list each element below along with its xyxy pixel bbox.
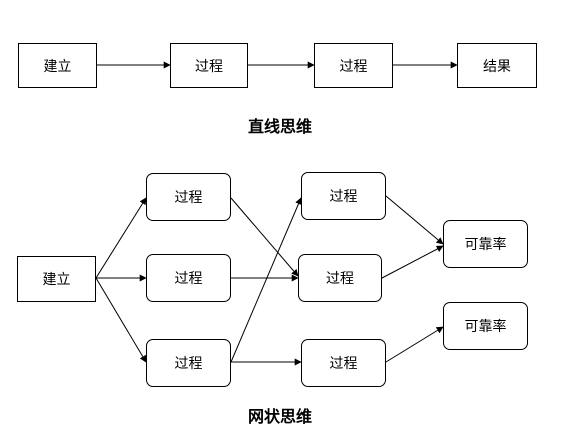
linear-node-process-2: 过程	[314, 43, 393, 88]
network-col1-process-mid: 过程	[146, 254, 231, 302]
net-edge-start-c1a	[95, 197, 147, 279]
network-col1-process-bot: 过程	[146, 339, 231, 387]
network-node-establish: 建立	[17, 256, 96, 302]
network-col2-process-bot: 过程	[301, 339, 386, 387]
network-col2-process-mid: 过程	[298, 254, 382, 302]
net-edge-c2c-o2	[385, 326, 444, 363]
linear-node-establish: 建立	[18, 43, 97, 88]
linear-caption: 直线思维	[247, 117, 312, 136]
network-outcome-reliability-1: 可靠率	[443, 220, 528, 268]
net-edge-c2a-o1	[385, 195, 444, 245]
network-col1-process-top: 过程	[146, 173, 231, 221]
network-col2-process-top: 过程	[301, 172, 386, 220]
network-caption: 网状思维	[247, 407, 312, 426]
network-outcome-reliability-2: 可靠率	[443, 302, 528, 350]
net-edge-c1a-c2b	[230, 197, 299, 277]
linear-node-process-1: 过程	[170, 43, 248, 88]
linear-node-result: 结果	[457, 43, 537, 88]
net-edge-start-c1c	[95, 277, 147, 363]
net-edge-c1c-c2a	[230, 197, 302, 363]
net-edge-c2b-o1	[381, 245, 444, 279]
